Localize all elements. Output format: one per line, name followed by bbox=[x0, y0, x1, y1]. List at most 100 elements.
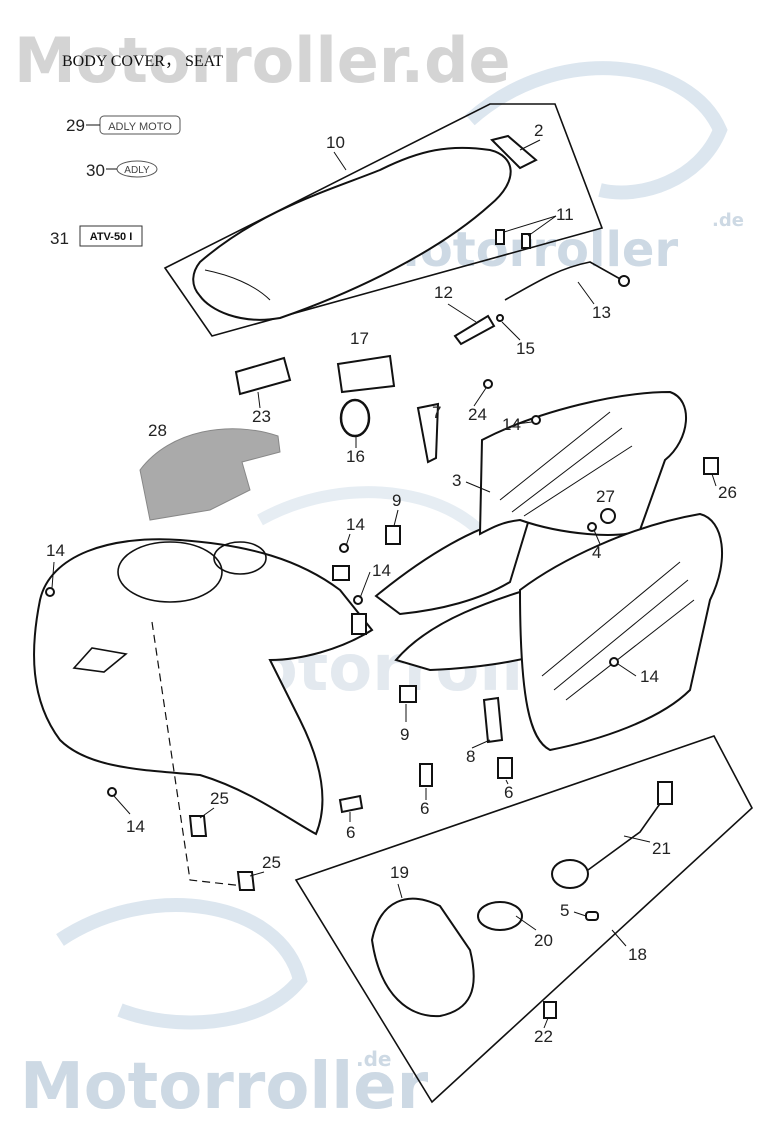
callout-13: 13 bbox=[592, 303, 611, 322]
callout-24: 24 bbox=[468, 405, 487, 424]
front-reflector-slot bbox=[72, 647, 128, 673]
clip-right bbox=[351, 613, 367, 635]
callout-30: 30 bbox=[86, 161, 105, 180]
callout-23: 23 bbox=[252, 407, 271, 426]
badge-adly-text: ADLY bbox=[124, 165, 150, 176]
rear-side-cover-lower bbox=[518, 512, 723, 752]
screw-14-bottom bbox=[107, 787, 117, 797]
callout-7: 7 bbox=[432, 403, 441, 422]
seat-front-edge bbox=[204, 269, 271, 301]
seat-bracket bbox=[490, 134, 538, 170]
seat-bolt-left bbox=[495, 229, 505, 245]
callout-27: 27 bbox=[596, 487, 615, 506]
callout-15: 15 bbox=[516, 339, 535, 358]
wire-connector bbox=[657, 781, 673, 805]
nut-4 bbox=[587, 522, 597, 532]
watermark-scooter-swoosh-bottom bbox=[56, 898, 308, 1030]
bulb-20 bbox=[477, 901, 523, 931]
callout-25-lower: 25 bbox=[262, 853, 281, 872]
dash-opening bbox=[213, 541, 267, 575]
callout-20: 20 bbox=[534, 931, 553, 950]
clip-25-upper bbox=[188, 815, 208, 837]
callout-6-middle: 6 bbox=[420, 799, 429, 818]
callout-2: 2 bbox=[534, 121, 543, 140]
watermark-scooter-swoosh-top bbox=[465, 61, 728, 200]
seat-latch bbox=[453, 314, 496, 346]
bulb-socket bbox=[551, 859, 589, 889]
leader-lines bbox=[51, 139, 717, 1029]
reflector-strip-7 bbox=[416, 402, 440, 464]
callout-10: 10 bbox=[326, 133, 345, 152]
cat-decal bbox=[139, 428, 281, 521]
screw-22 bbox=[543, 1001, 557, 1019]
callout-16: 16 bbox=[346, 447, 365, 466]
callout-12: 12 bbox=[434, 283, 453, 302]
bulb-5 bbox=[585, 911, 599, 921]
seal-ring bbox=[339, 398, 371, 438]
seat bbox=[192, 146, 512, 321]
label-plate bbox=[336, 354, 396, 394]
tail-light-lens bbox=[370, 897, 475, 1018]
clip-25-lower bbox=[236, 871, 256, 891]
callout-labels: 29 30 31 10 2 11 12 13 15 17 23 28 16 7 … bbox=[46, 116, 737, 1046]
callout-11: 11 bbox=[556, 205, 574, 224]
callout-9-upper: 9 bbox=[392, 491, 401, 510]
rear-cover-ribs-upper bbox=[499, 411, 633, 517]
screw-6-middle bbox=[419, 763, 433, 787]
grommet-27 bbox=[600, 508, 616, 524]
callout-14-rear: 14 bbox=[502, 415, 521, 434]
badge-adly: ADLY bbox=[106, 160, 158, 178]
callout-14-center: 14 bbox=[346, 515, 365, 534]
latch-spring bbox=[496, 314, 504, 322]
clip-left bbox=[332, 565, 350, 581]
callout-8: 8 bbox=[466, 747, 475, 766]
callout-6-left: 6 bbox=[346, 823, 355, 842]
callout-26: 26 bbox=[718, 483, 737, 502]
rear-clip-26 bbox=[703, 457, 719, 475]
callout-22: 22 bbox=[534, 1027, 553, 1046]
front-body-cover bbox=[33, 538, 374, 836]
callout-28: 28 bbox=[148, 421, 167, 440]
callout-14-bottom: 14 bbox=[126, 817, 145, 836]
seat-release-cable bbox=[504, 261, 623, 301]
clip-nut-upper bbox=[385, 525, 401, 545]
watermark-middle-suffix: .de bbox=[712, 210, 744, 231]
watermark-bottom-suffix: .de bbox=[356, 1047, 391, 1071]
rear-cover-ribs-lower bbox=[541, 561, 695, 701]
clip-nut-lower bbox=[399, 685, 417, 703]
screw-24 bbox=[483, 379, 493, 389]
callout-14-left: 14 bbox=[46, 541, 65, 560]
seat-bolt-right bbox=[521, 233, 531, 249]
screw-14-rear bbox=[531, 415, 541, 425]
callout-31: 31 bbox=[50, 229, 69, 248]
callout-5: 5 bbox=[560, 901, 569, 920]
callout-14-right: 14 bbox=[372, 561, 391, 580]
seat-group-outline bbox=[163, 103, 604, 337]
badge-adly-moto-text: ADLY MOTO bbox=[108, 121, 172, 133]
callout-29: 29 bbox=[66, 116, 85, 135]
tail-light-wire bbox=[587, 797, 665, 871]
watermark-top-text: Motorroller.de bbox=[14, 24, 511, 97]
cable-end bbox=[618, 275, 630, 287]
watermark-bottom-text: Motorroller bbox=[20, 1050, 429, 1124]
callout-6-right: 6 bbox=[504, 783, 513, 802]
callout-17: 17 bbox=[350, 329, 369, 348]
decal-badge bbox=[234, 356, 292, 396]
callout-9-lower: 9 bbox=[400, 725, 409, 744]
badge-atv50: ATV-50 I bbox=[79, 225, 143, 247]
front-cover-dashed-guide bbox=[151, 621, 245, 887]
diagram-title: BODY COVER， SEAT bbox=[62, 53, 223, 70]
screw-14-left bbox=[45, 587, 55, 597]
screw-14-rear-lower bbox=[609, 657, 619, 667]
headlight-opening bbox=[117, 541, 223, 603]
callout-4: 4 bbox=[592, 543, 601, 562]
callout-14-rear-lower: 14 bbox=[640, 667, 659, 686]
callout-25-upper: 25 bbox=[210, 789, 229, 808]
badge-atv50-text: ATV-50 I bbox=[90, 231, 133, 243]
callout-18: 18 bbox=[628, 945, 647, 964]
screw-6-right bbox=[497, 757, 513, 779]
callout-3: 3 bbox=[452, 471, 461, 490]
reflector-strip-8 bbox=[482, 696, 504, 744]
